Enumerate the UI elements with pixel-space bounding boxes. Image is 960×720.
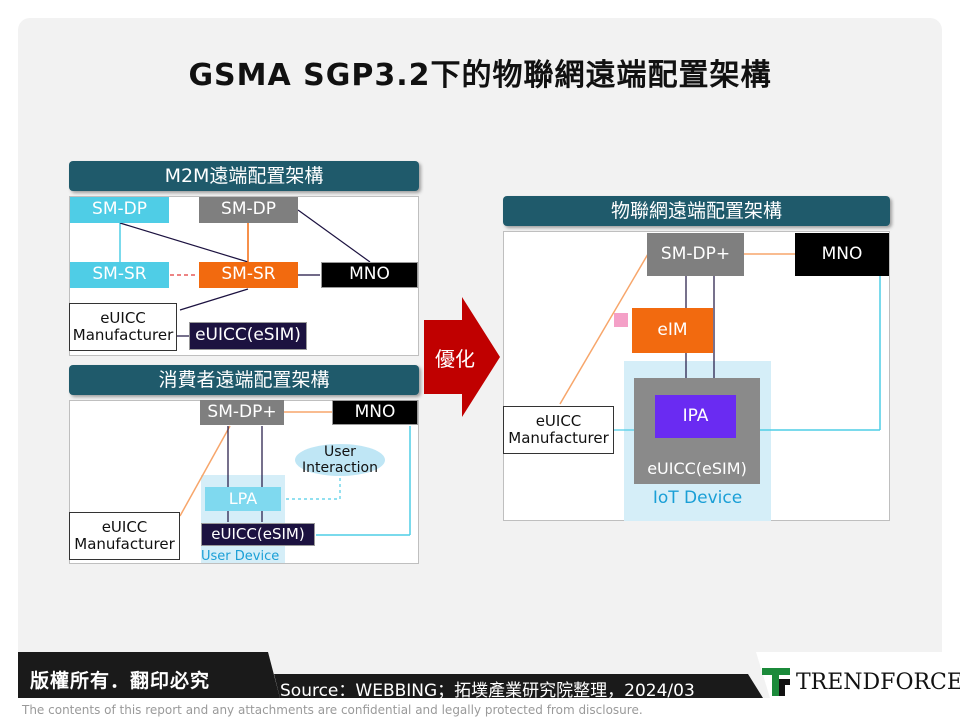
trendforce-logo-icon bbox=[762, 668, 790, 696]
consumer-user-interaction: User Interaction bbox=[302, 443, 378, 476]
copyright-text: 版權所有．翻印必究 bbox=[30, 670, 211, 692]
iot-device-label: IoT Device bbox=[652, 488, 743, 509]
iot-pink-marker bbox=[614, 313, 628, 327]
m2m-sm-sr-orange: SM-SR bbox=[199, 262, 298, 288]
consumer-euicc-esim: eUICC(eSIM) bbox=[201, 523, 315, 546]
iot-sm-dp-plus: SM-DP+ bbox=[647, 233, 744, 276]
footer-bar bbox=[18, 652, 942, 698]
iot-eim: eIM bbox=[632, 308, 713, 353]
m2m-euicc-esim: eUICC(eSIM) bbox=[189, 322, 307, 350]
source-text: Source：WEBBING；拓墣產業研究院整理，2024/03 bbox=[280, 681, 695, 701]
consumer-sm-dp-plus: SM-DP+ bbox=[200, 400, 284, 425]
m2m-euicc-manufacturer: eUICC Manufacturer bbox=[69, 303, 177, 351]
iot-header: 物聯網遠端配置架構 bbox=[503, 196, 890, 226]
iot-euicc-manufacturer: eUICC Manufacturer bbox=[503, 406, 614, 454]
consumer-user-device-label: User Device bbox=[201, 549, 280, 564]
m2m-sm-dp-cyan: SM-DP bbox=[70, 197, 169, 223]
iot-mno: MNO bbox=[795, 233, 889, 276]
iot-euicc-esim: eUICC(eSIM) bbox=[647, 458, 747, 478]
disclaimer-text: The contents of this report and any atta… bbox=[22, 703, 643, 717]
m2m-header: M2M遠端配置架構 bbox=[69, 161, 419, 191]
consumer-euicc-manufacturer: eUICC Manufacturer bbox=[69, 512, 180, 560]
page-title: GSMA SGP3.2下的物聯網遠端配置架構 bbox=[188, 58, 772, 93]
m2m-mno: MNO bbox=[321, 262, 418, 288]
trendforce-logo: TRENDFORCE bbox=[762, 666, 960, 698]
optimize-label: 優化 bbox=[435, 347, 475, 371]
consumer-mno: MNO bbox=[332, 400, 418, 425]
m2m-sm-sr-cyan: SM-SR bbox=[70, 262, 169, 288]
iot-ipa: IPA bbox=[655, 395, 736, 438]
m2m-sm-dp-grey: SM-DP bbox=[199, 197, 298, 223]
consumer-lpa: LPA bbox=[205, 487, 281, 511]
trendforce-logo-text: TRENDFORCE bbox=[796, 670, 960, 695]
consumer-header: 消費者遠端配置架構 bbox=[69, 365, 419, 395]
